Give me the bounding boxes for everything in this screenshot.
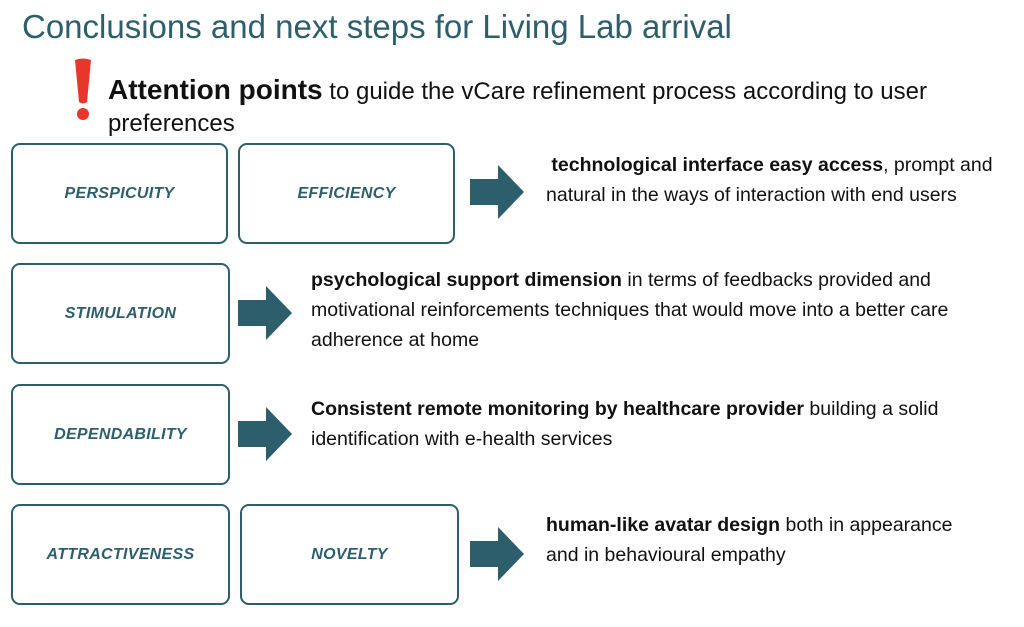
box-novelty: NOVELTY	[240, 504, 459, 605]
row-3-description: Consistent remote monitoring by healthca…	[311, 394, 951, 454]
arrow-right-icon	[238, 407, 292, 461]
page-title: Conclusions and next steps for Living La…	[22, 8, 732, 45]
row-3-bold: Consistent remote monitoring by healthca…	[311, 398, 805, 420]
row-3-text: building a solid identification with e-h…	[311, 398, 939, 450]
arrow-right-icon	[470, 165, 524, 219]
box-efficiency: EFFICIENCY	[238, 143, 455, 244]
row-2-bold: psychological support dimension	[311, 269, 622, 291]
attention-rest: to guide the vCare refinement process ac…	[108, 78, 927, 137]
row-4-bold: human-like avatar design	[546, 514, 781, 536]
attention-heading: Attention points	[108, 74, 323, 105]
box-dependability: DEPENDABILITY	[11, 384, 230, 485]
exclamation-icon	[75, 58, 91, 120]
row-4-text: both in appearance and in behavioural em…	[546, 514, 953, 566]
attention-points-text: Attention points to guide the vCare refi…	[108, 74, 1008, 140]
arrow-right-icon	[470, 527, 524, 581]
row-2-text: in terms of feedbacks provided and motiv…	[311, 269, 949, 351]
row-1-bold: technological interface easy access	[551, 154, 884, 176]
row-4-description: human-like avatar design both in appeara…	[546, 510, 966, 570]
arrow-right-icon	[238, 286, 292, 340]
box-perspicuity: PERSPICUITY	[11, 143, 228, 244]
row-1-description: technological interface easy access, pro…	[546, 150, 1021, 210]
row-2-description: psychological support dimension in terms…	[311, 265, 961, 355]
row-1-text: , prompt and natural in the ways of inte…	[546, 154, 993, 206]
box-stimulation: STIMULATION	[11, 263, 230, 364]
box-attractiveness: ATTRACTIVENESS	[11, 504, 230, 605]
